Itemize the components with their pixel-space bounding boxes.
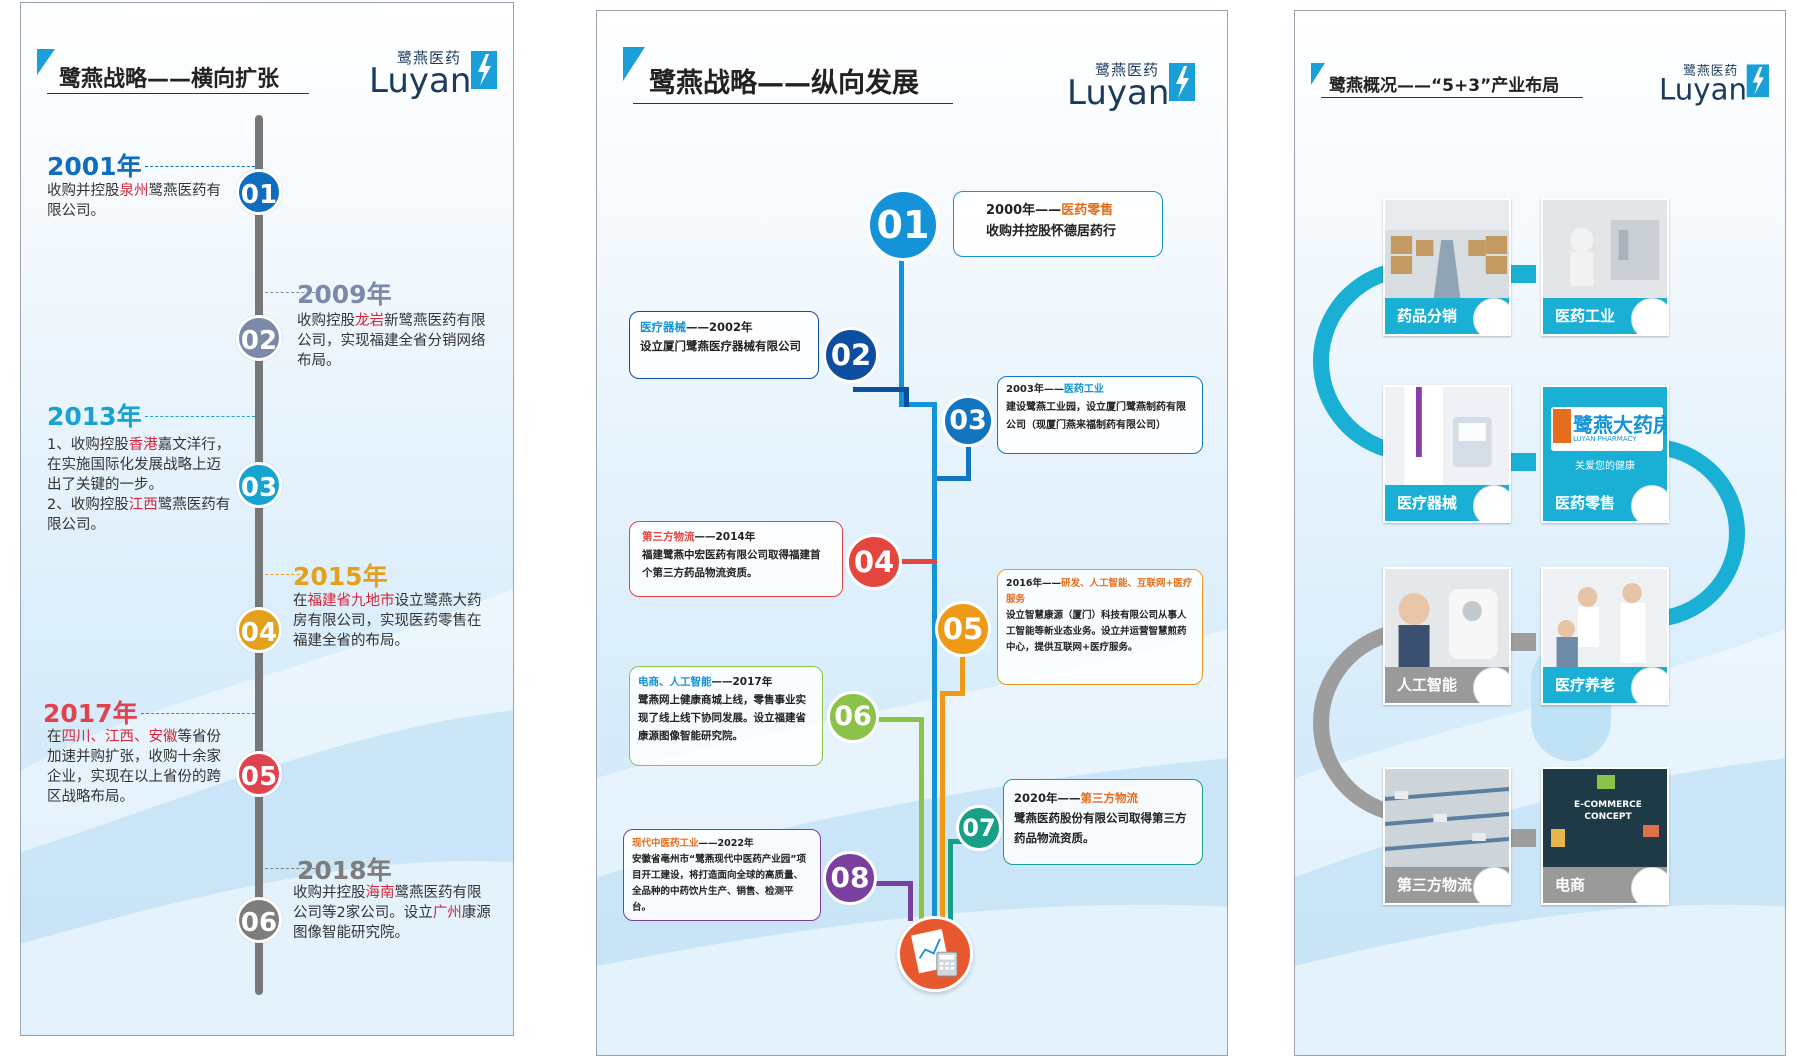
stethoscope-icon — [1473, 485, 1509, 521]
finance-report-icon — [897, 916, 973, 992]
handshake-icon — [1631, 667, 1667, 703]
step-node-03: 03 — [942, 395, 994, 447]
pills-icon — [1631, 298, 1667, 334]
elderly-care-photo — [1543, 569, 1667, 669]
tile-ai: 人工智能 — [1383, 567, 1511, 705]
factory-photo — [1543, 200, 1667, 300]
step-node-02: 02 — [823, 327, 879, 383]
timeline-node-02: 02 — [236, 315, 282, 361]
step-box-06: 电商、人工智能——2017年 鹭燕网上健康商城上线，零售事业实现了线上线下协同发… — [629, 666, 823, 766]
step-box-07: 2020年——第三方物流 鹭燕医药股份有限公司取得第三方药品物流资质。 — [1003, 779, 1203, 865]
luyan-logo: 鹭燕医药 Luyan — [1067, 59, 1195, 115]
tile-pharma-retail: 鹭燕大药房 LUYAN PHARMACY 关爱您的健康 医药零售 — [1541, 385, 1669, 523]
panel-vertical-development: 鹭燕战略——纵向发展 鹭燕医药 Luyan 01 02 03 04 05 06 … — [596, 10, 1228, 1056]
step-box-05: 2016年——研发、人工智能、互联网+医疗服务 设立智慧康源（厦门）科技有限公司… — [997, 569, 1203, 685]
year-2013: 2013年 — [47, 402, 142, 431]
step-node-05: 05 — [935, 601, 991, 657]
timeline-node-01: 01 — [236, 169, 282, 215]
medical-device-photo — [1385, 387, 1509, 487]
entry-06-text: 收购并控股海南鹭燕医药有限公司等2家公司。设立广州康源图像智能研究院。 — [293, 885, 491, 941]
warehouse-photo — [1385, 200, 1509, 300]
tile-ecommerce: E-COMMERCE CONCEPT 电商 — [1541, 767, 1669, 905]
step-node-04: 04 — [846, 534, 902, 590]
tile-pharma-industry: 医药工业 — [1541, 198, 1669, 336]
luyan-bolt-icon — [1169, 63, 1195, 101]
luyan-logo: 鹭燕医药 Luyan — [1659, 61, 1770, 109]
entry-05-text: 在四川、江西、安徽等省份加速并购扩张，收购十余家企业，实现在以上省份的跨区战略布… — [47, 729, 221, 805]
luyan-logo: 鹭燕医药 Luyan — [369, 47, 497, 103]
luyan-pharmacy-sign: 鹭燕大药房 LUYAN PHARMACY 关爱您的健康 — [1543, 387, 1667, 487]
step-box-02: 医疗器械——2002年 设立厦门鹭燕医疗器械有限公司 — [629, 311, 819, 379]
timeline-node-06: 06 — [236, 897, 282, 943]
logistics-photo — [1385, 769, 1509, 869]
step-node-01: 01 — [867, 189, 939, 261]
ecommerce-concept-image: E-COMMERCE CONCEPT — [1543, 769, 1667, 869]
step-node-06: 06 — [827, 691, 879, 743]
step-box-01: 2000年——医药零售 收购并控股怀德居药行 — [953, 191, 1163, 257]
entry-01-text: 收购并控股泉州鹭燕医药有限公司。 — [47, 183, 221, 219]
year-2017: 2017年 — [43, 699, 138, 728]
panel-industry-layout: 鹭燕概况——“5+3”产业布局 鹭燕医药 Luyan 药品分销 医药工业 — [1294, 10, 1786, 1056]
year-2009: 2009年 — [297, 280, 392, 309]
step-box-03: 2003年——医药工业 建设鹭燕工业园，设立厦门鹭燕制药有限公司（现厦门燕来福制… — [997, 376, 1203, 454]
step-box-04: 第三方物流——2014年 福建鹭燕中宏医药有限公司取得福建首个第三方药品物流资质… — [629, 521, 843, 597]
tile-drug-distribution: 药品分销 — [1383, 198, 1511, 336]
tile-medical-devices: 医疗器械 — [1383, 385, 1511, 523]
year-2015: 2015年 — [293, 562, 388, 591]
ai-robot-photo — [1385, 569, 1509, 669]
timeline-axis — [255, 115, 263, 995]
tile-medical-elderly-care: 医疗养老 — [1541, 567, 1669, 705]
pills-icon — [1473, 298, 1509, 334]
luyan-bolt-icon — [471, 51, 497, 89]
background-wave — [21, 589, 513, 1035]
year-2001: 2001年 — [47, 152, 142, 181]
panel2-title: 鹭燕战略——纵向发展 — [623, 47, 953, 107]
entry-03-text: 1、收购控股香港嘉文洋行，在实施国际化发展战略上迈出了关键的一步。 2、收购控股… — [47, 437, 231, 533]
timeline-node-03: 03 — [236, 462, 282, 508]
handshake-icon — [1631, 867, 1667, 903]
panel3-title: 鹭燕概况——“5+3”产业布局 — [1311, 63, 1601, 103]
panel-horizontal-expansion: 鹭燕战略——横向扩张 鹭燕医药 Luyan 2001年 01 收购并控股泉州鹭燕… — [20, 2, 514, 1036]
step-node-07: 07 — [956, 805, 1002, 851]
tile-third-party-logistics: 第三方物流 — [1383, 767, 1511, 905]
timeline-node-05: 05 — [236, 751, 282, 797]
year-2018: 2018年 — [297, 856, 392, 885]
entry-02-text: 收购控股龙岩新鹭燕医药有限公司，实现福建全省分销网络布局。 — [297, 313, 486, 369]
pills-icon — [1473, 667, 1509, 703]
panel1-title: 鹭燕战略——横向扩张 — [37, 49, 317, 99]
pills-icon — [1631, 485, 1667, 521]
step-node-08: 08 — [823, 851, 877, 905]
entry-04-text: 在福建省九地市设立鹭燕大药房有限公司，实现医药零售在福建全省的布局。 — [293, 593, 482, 649]
luyan-bolt-icon — [1746, 64, 1770, 98]
pills-icon — [1473, 867, 1509, 903]
step-box-08: 现代中医药工业——2022年 安徽省亳州市“鹭燕现代中医药产业园”项目开工建设，… — [623, 829, 821, 921]
timeline-node-04: 04 — [236, 607, 282, 653]
